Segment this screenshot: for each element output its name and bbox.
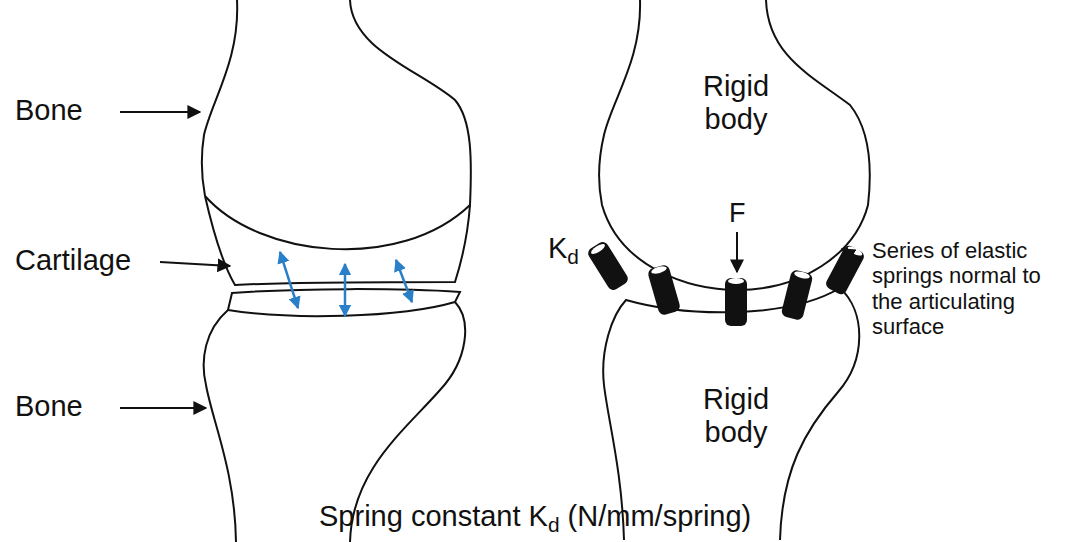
body-label-group: Rigid body xyxy=(681,383,791,450)
part-label-group: Cartilage xyxy=(15,244,131,277)
body-label: Rigid body xyxy=(703,383,769,448)
rigid-body xyxy=(599,0,869,290)
caption-text: (N/mm/spring) xyxy=(568,500,752,532)
part-label: Bone xyxy=(15,94,83,126)
upper-bone xyxy=(350,0,471,205)
bone-outlines xyxy=(202,0,870,542)
bone-end xyxy=(205,196,470,249)
caption-text-group: Spring constant Kd (N/mm/spring) xyxy=(319,500,751,537)
spring-constant-label-group: Kd xyxy=(548,232,579,269)
part-label: Cartilage xyxy=(15,244,131,276)
cartilage xyxy=(205,196,470,285)
part-label-group: Bone xyxy=(15,94,83,127)
part-label-group: Bone xyxy=(15,390,83,423)
force-label: F xyxy=(729,198,746,228)
lower-bone xyxy=(204,310,236,542)
strain-arrows xyxy=(280,252,412,316)
part-label: Bone xyxy=(15,390,83,422)
force-label-group: F xyxy=(729,198,746,229)
body-label: Rigid body xyxy=(703,70,769,135)
body-label-group: Rigid body xyxy=(681,70,791,137)
spring-constant-label: d xyxy=(567,245,579,268)
caption-text: Spring constant K xyxy=(319,500,548,532)
springs-note-group: Series of elastic springs normal to the … xyxy=(872,238,1062,339)
springs xyxy=(586,240,866,326)
springs-note: Series of elastic springs normal to the … xyxy=(872,238,1041,339)
upper-bone xyxy=(202,0,237,196)
leader-lines xyxy=(120,112,860,408)
caption-text: d xyxy=(548,513,560,536)
spring-constant-label: K xyxy=(548,232,567,264)
spring-caps xyxy=(590,242,864,284)
